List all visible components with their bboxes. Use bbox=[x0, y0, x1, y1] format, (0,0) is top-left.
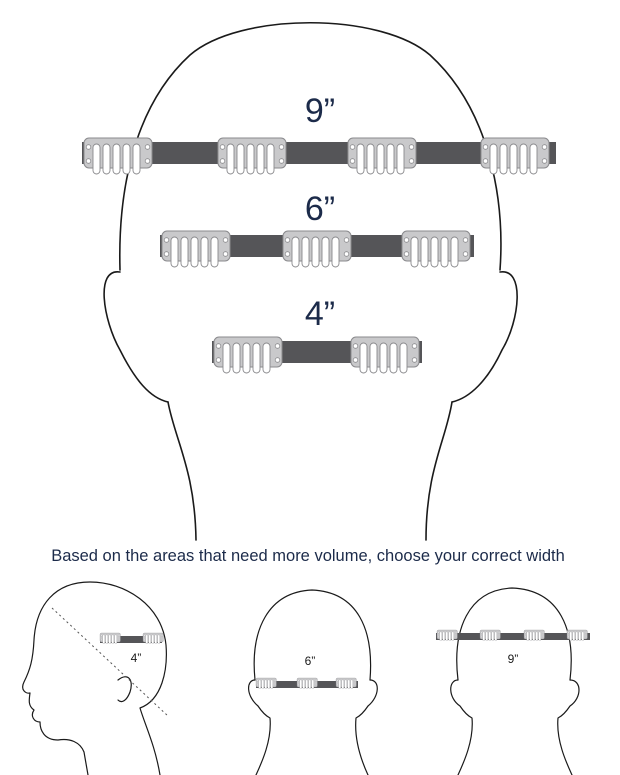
clip bbox=[161, 230, 231, 268]
example-back-top: 9” bbox=[436, 587, 590, 775]
example-side-profile: 4” bbox=[22, 581, 169, 775]
width-label-6: 6” bbox=[305, 190, 335, 228]
strip-4-inch: 4” bbox=[212, 295, 422, 374]
strip-6-small bbox=[255, 677, 358, 689]
example-label-9: 9” bbox=[508, 652, 519, 666]
clip bbox=[213, 336, 283, 374]
strip-6-inch: 6” bbox=[160, 190, 474, 268]
strip-4-small bbox=[99, 632, 164, 644]
clip bbox=[401, 230, 471, 268]
example-back-low: 6” bbox=[248, 589, 378, 775]
clip bbox=[350, 336, 420, 374]
clip bbox=[282, 230, 352, 268]
caption-text: Based on the areas that need more volume… bbox=[51, 547, 565, 565]
example-label-6: 6” bbox=[305, 654, 316, 668]
clip bbox=[217, 137, 287, 175]
width-label-4: 4” bbox=[305, 295, 335, 333]
clip bbox=[83, 137, 153, 175]
example-label-4: 4” bbox=[131, 651, 142, 665]
width-label-9: 9” bbox=[305, 92, 335, 130]
clip bbox=[347, 137, 417, 175]
strip-9-small bbox=[436, 629, 590, 641]
strip-9-inch: 9” bbox=[82, 92, 556, 175]
clip bbox=[480, 137, 550, 175]
